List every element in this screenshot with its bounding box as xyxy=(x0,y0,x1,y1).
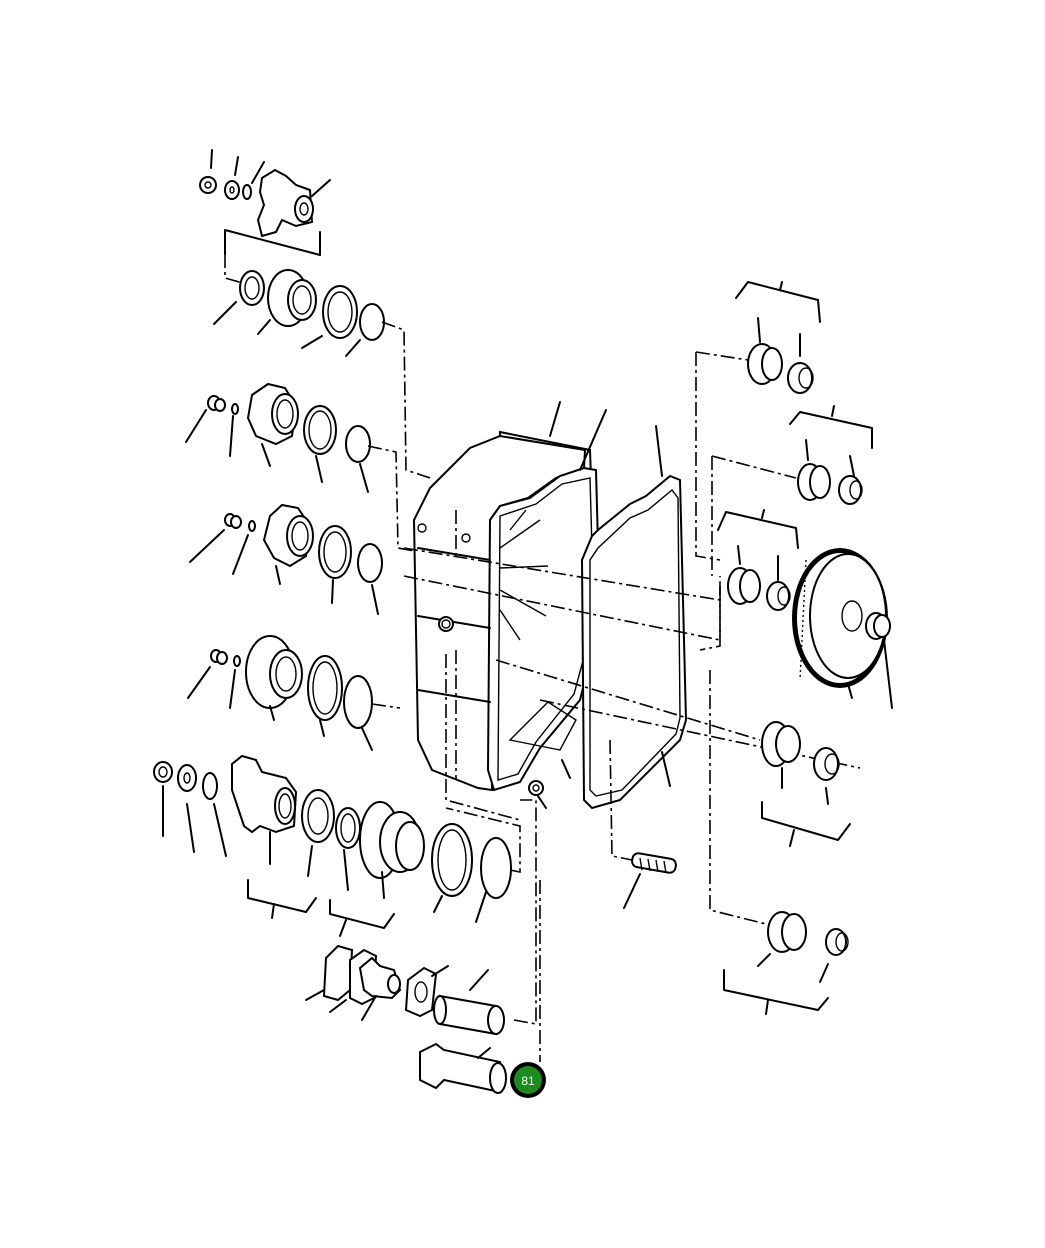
o-ring-icon xyxy=(229,655,241,709)
gasket-icon xyxy=(431,823,473,913)
bearing-set-5 xyxy=(709,670,849,1015)
retainer-icon xyxy=(245,635,303,721)
o-ring-icon xyxy=(475,837,512,923)
gasket-icon xyxy=(307,655,343,737)
retainer-icon xyxy=(246,382,299,467)
yoke-icon xyxy=(256,168,331,238)
bearing-cup-icon xyxy=(747,317,783,385)
bearing-set-3 xyxy=(699,509,799,651)
bearing-cone-icon xyxy=(766,555,791,611)
seal-icon xyxy=(335,807,361,891)
o-ring-icon xyxy=(345,425,371,493)
washer-icon xyxy=(224,156,240,200)
flange-icon xyxy=(305,944,354,1002)
callout-81-label: 81 xyxy=(521,1074,535,1088)
o-ring-icon xyxy=(232,520,256,575)
fitting-icon xyxy=(358,956,402,1021)
tube-icon xyxy=(419,1042,507,1094)
bearing-cone-icon xyxy=(838,455,863,505)
o-ring-icon xyxy=(202,772,227,857)
nut-icon xyxy=(199,149,217,194)
retainer-group-3 xyxy=(187,635,401,751)
o-ring-icon xyxy=(357,543,383,615)
o-ring-icon xyxy=(229,403,239,457)
yoke-icon xyxy=(231,754,298,865)
gasket-icon xyxy=(318,525,352,604)
nut-icon xyxy=(153,761,173,837)
gasket-icon xyxy=(404,965,449,1018)
retainer-group-1 xyxy=(185,382,421,553)
plug-icon xyxy=(187,649,228,699)
bearing-cone-icon xyxy=(813,747,840,805)
gasket-icon xyxy=(303,405,337,483)
bearing-retainer-icon xyxy=(257,269,317,335)
spacer-icon xyxy=(865,612,893,709)
bearing-cone-icon xyxy=(819,928,849,983)
o-ring-icon xyxy=(242,161,265,200)
upper-yoke-group xyxy=(199,149,431,479)
case-gasket xyxy=(580,425,688,810)
o-ring-icon xyxy=(343,675,373,751)
bearing-cup-icon xyxy=(761,721,801,789)
gear-icon xyxy=(792,548,888,699)
gasket-icon xyxy=(301,285,358,349)
magnet-icon xyxy=(609,739,677,909)
seal-icon xyxy=(213,270,265,325)
tube-icon xyxy=(433,969,505,1036)
bearing-cup-icon xyxy=(727,545,761,605)
plug-icon xyxy=(185,395,226,443)
retainer-group-2 xyxy=(189,503,383,615)
bearing-cone-icon xyxy=(787,333,814,394)
bearing-cup-icon xyxy=(797,439,831,501)
fittings-group xyxy=(305,799,541,1094)
bearing-cup-icon xyxy=(757,911,807,967)
retainer-icon xyxy=(262,503,314,585)
washer-icon xyxy=(177,764,197,853)
callout-81[interactable]: 81 xyxy=(510,1062,546,1098)
drain-plug-icon xyxy=(528,780,547,809)
bearing-set-4 xyxy=(761,721,851,847)
bearing-set-2 xyxy=(711,405,873,576)
bearing-set-1 xyxy=(695,281,821,561)
lower-yoke-group xyxy=(153,754,521,937)
plug-icon xyxy=(189,513,242,563)
seal-icon xyxy=(301,789,335,877)
retainer-icon xyxy=(359,801,425,899)
